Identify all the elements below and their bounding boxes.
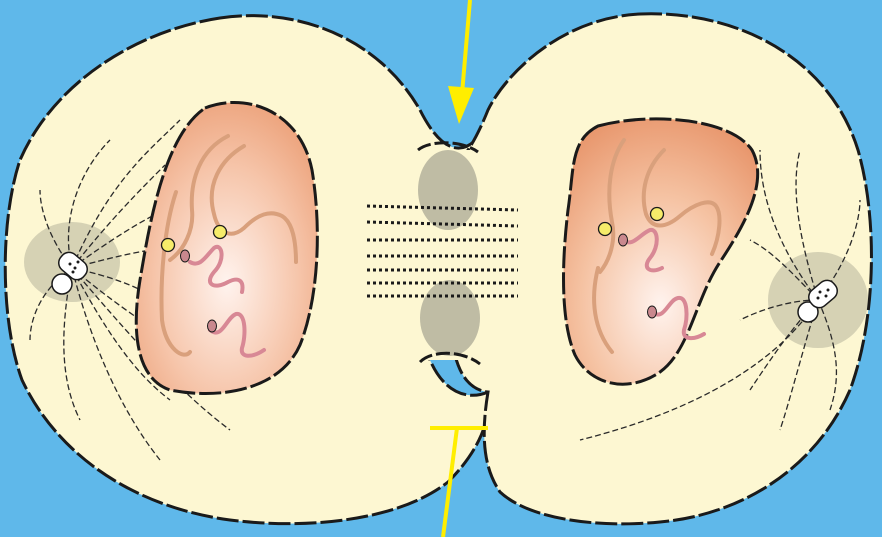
midbody-stipple-bottom xyxy=(420,280,480,356)
right-yellow-body-b xyxy=(651,208,664,221)
midbody-stipple-top xyxy=(418,150,478,230)
right-yellow-body-a xyxy=(599,223,612,236)
left-centriole-a xyxy=(52,274,72,294)
left-yellow-body-b xyxy=(214,226,227,239)
right-pink-body-a xyxy=(619,234,628,246)
right-pink-body-b xyxy=(648,306,657,318)
midbody-region xyxy=(418,143,480,364)
left-yellow-body-a xyxy=(162,239,175,252)
left-pink-body-b xyxy=(208,320,217,332)
left-pink-body-a xyxy=(181,250,190,262)
